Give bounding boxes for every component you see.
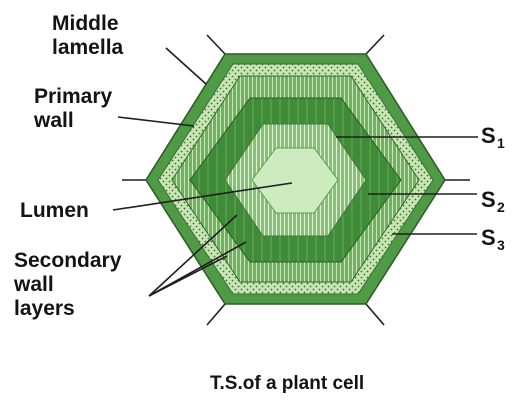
label-s2: S 2 — [481, 187, 505, 215]
label-s1-letter: S — [481, 123, 496, 148]
label-primary-wall-line2: wall — [33, 109, 74, 132]
label-s3-letter: S — [481, 225, 496, 250]
diagram-caption: T.S.of a plant cell — [210, 373, 364, 394]
label-primary-wall-line1: Primary — [34, 85, 113, 108]
label-secondary-wall-line1: Secondary — [14, 249, 122, 272]
label-secondary-wall-line2: wall — [13, 273, 54, 296]
label-lumen: Lumen — [20, 199, 89, 222]
label-s3: S 3 — [481, 225, 505, 253]
label-secondary-wall-line3: layers — [14, 297, 75, 320]
label-s2-letter: S — [481, 187, 496, 212]
label-s2-subscript: 2 — [497, 199, 505, 215]
label-middle-lamella-line2: lamella — [52, 36, 124, 59]
label-s3-subscript: 3 — [497, 237, 505, 253]
label-middle-lamella-line1: Middle — [52, 12, 119, 35]
label-s1-subscript: 1 — [497, 135, 505, 151]
label-s1: S 1 — [481, 123, 505, 151]
